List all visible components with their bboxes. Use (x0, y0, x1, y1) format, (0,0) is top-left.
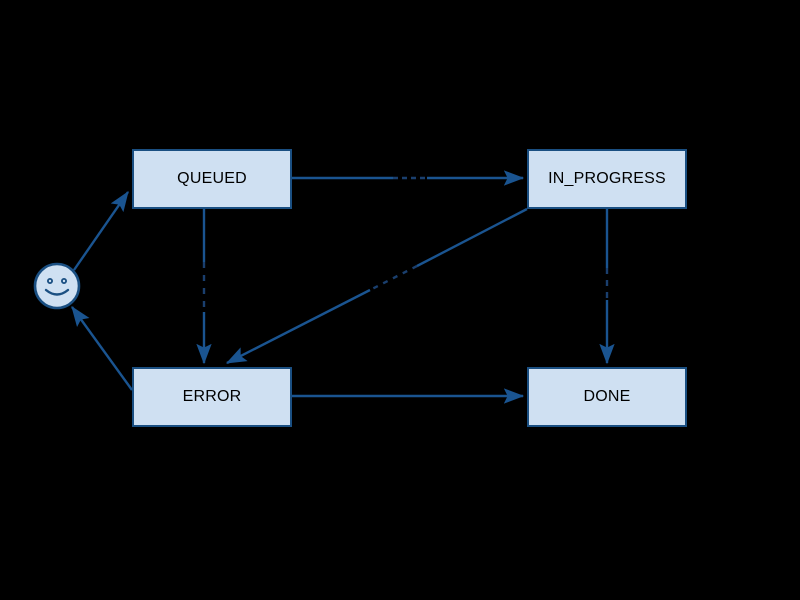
smiley-face-icon (33, 262, 81, 310)
state-label-error: ERROR (182, 388, 242, 405)
smiley-eye-left-icon (46, 277, 53, 284)
state-node-queued[interactable]: QUEUED (132, 149, 292, 209)
start-node-smiley[interactable] (33, 262, 81, 310)
state-node-error[interactable]: ERROR (132, 367, 292, 427)
state-label-in-progress: IN_PROGRESS (548, 170, 666, 187)
edge-inprogress-to-error (225, 207, 528, 365)
edge-error-to-start (71, 306, 133, 391)
smiley-eye-right-icon (60, 277, 67, 284)
edge-start-to-queued (73, 191, 129, 271)
state-node-in-progress[interactable]: IN_PROGRESS (527, 149, 687, 209)
state-label-done: DONE (583, 388, 631, 405)
smiley-mouth-icon (44, 288, 70, 296)
state-label-queued: QUEUED (177, 170, 247, 187)
state-node-done[interactable]: DONE (527, 367, 687, 427)
